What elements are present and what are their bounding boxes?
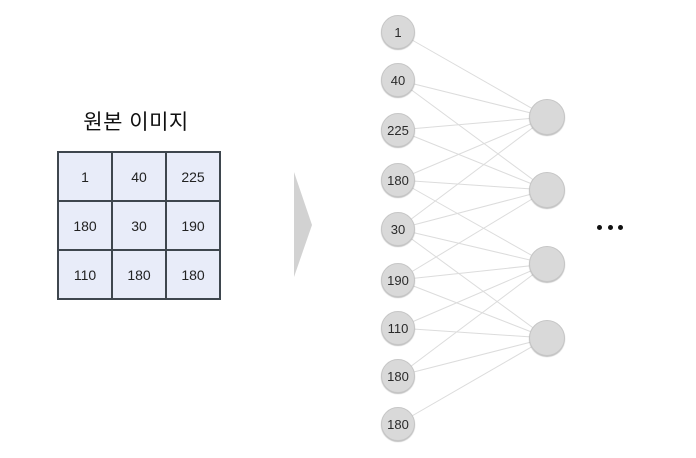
grid-cell: 1 — [59, 153, 111, 200]
input-node: 180 — [381, 359, 415, 393]
hidden-node — [529, 172, 565, 208]
more-nodes-ellipsis-icon — [597, 223, 623, 231]
grid-cell: 180 — [59, 202, 111, 249]
page-title: 원본 이미지 — [83, 111, 189, 134]
input-node: 180 — [381, 407, 415, 441]
hidden-node — [529, 99, 565, 135]
grid-cell: 180 — [167, 251, 219, 298]
connection-line — [397, 79, 548, 191]
flatten-arrow-icon — [294, 172, 312, 277]
connection-line — [397, 179, 548, 265]
input-node: 110 — [381, 311, 415, 345]
ellipsis-dot — [607, 224, 613, 230]
connection-line — [397, 116, 548, 131]
connection-line — [397, 279, 548, 339]
input-node: 30 — [381, 212, 415, 246]
connection-line — [397, 129, 548, 191]
ellipsis-dot — [618, 224, 623, 230]
input-node: 225 — [381, 113, 415, 147]
connection-line — [397, 116, 548, 181]
input-node: 40 — [381, 63, 415, 97]
grid-cell: 190 — [167, 202, 219, 249]
connection-line — [397, 228, 548, 339]
connection-line — [397, 179, 548, 191]
connection-line — [397, 263, 548, 329]
connection-line — [397, 189, 548, 281]
input-node: 180 — [381, 163, 415, 197]
connection-line — [397, 31, 548, 118]
grid-cell: 225 — [167, 153, 219, 200]
connection-line — [397, 263, 548, 281]
ellipsis-dot — [597, 224, 602, 230]
grid-cell: 40 — [113, 153, 165, 200]
connection-line — [397, 327, 548, 339]
pixel-grid: 1 40 225 180 30 190 110 180 180 — [57, 151, 221, 300]
connection-line — [397, 79, 548, 118]
connection-line — [397, 116, 548, 230]
grid-cell: 180 — [113, 251, 165, 298]
hidden-node — [529, 320, 565, 356]
connection-line — [397, 189, 548, 230]
grid-cell: 110 — [59, 251, 111, 298]
input-node: 1 — [381, 15, 415, 49]
connection-line — [397, 337, 548, 425]
connection-line — [397, 337, 548, 377]
connection-line — [397, 263, 548, 377]
input-node: 190 — [381, 263, 415, 297]
hidden-node — [529, 246, 565, 282]
grid-cell: 30 — [113, 202, 165, 249]
connection-line — [397, 228, 548, 265]
